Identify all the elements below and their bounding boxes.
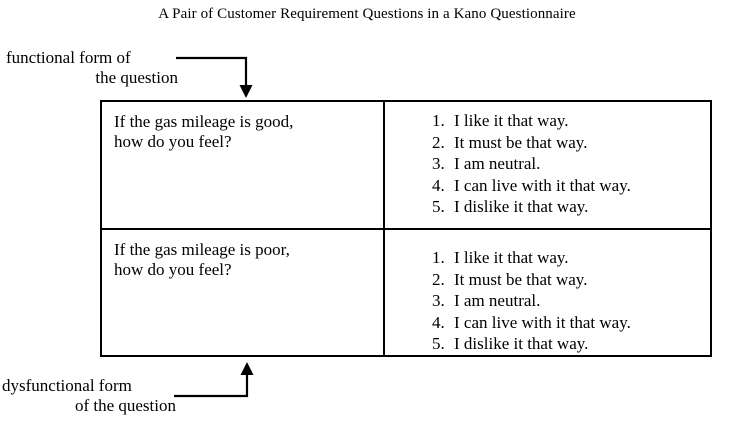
list-item: 3. I am neutral. [432,153,710,175]
answer-list: 1. I like it that way. 2. It must be that … [385,110,710,218]
dysfunctional-form-label-line1: dysfunctional form [2,376,132,395]
list-item: 2. It must be that way. [432,269,710,291]
arrow-down-icon [176,56,253,98]
list-item: 1. I like it that way. [432,247,710,269]
functional-form-label: functional form of the question [6,48,178,88]
table-row: If the gas mileage is poor, how do you f… [102,228,710,355]
list-item: 1. I like it that way. [432,110,710,132]
figure-title: A Pair of Customer Requirement Questions… [158,6,576,22]
answer-text: I can live with it that way. [454,312,631,332]
answer-text: I like it that way. [454,111,569,130]
answer-number: 4. [432,175,445,195]
answer-number: 5. [432,334,445,353]
list-item: 5. I dislike it that way. [432,196,710,218]
answer-number: 2. [432,132,445,152]
answer-number: 5. [432,197,445,216]
question-cell: If the gas mileage is good, how do you f… [102,102,385,228]
answer-text: I can live with it that way. [454,175,631,195]
answer-number: 2. [432,269,445,289]
answer-number: 1. [432,111,445,130]
dysfunctional-form-label-line2: of the question [74,396,176,415]
question-text: If the gas mileage is poor, how do you f… [114,240,290,279]
list-item: 5. I dislike it that way. [432,333,710,355]
answer-number: 3. [432,291,445,310]
answer-text: I am neutral. [454,291,541,310]
dysfunctional-form-label: dysfunctional form of the question [2,376,176,416]
answer-text: I dislike it that way. [454,197,589,216]
arrow-up-icon [174,362,254,398]
answer-text: I dislike it that way. [454,334,589,353]
list-item: 4. I can live with it that way. [432,312,710,334]
table-row: If the gas mileage is good, how do you f… [102,102,710,228]
list-item: 3. I am neutral. [432,290,710,312]
answer-number: 1. [432,248,445,267]
answer-number: 4. [432,312,445,332]
functional-form-label-line1: functional form of [6,48,131,67]
question-cell: If the gas mileage is poor, how do you f… [102,230,385,355]
functional-form-label-line2: the question [95,68,178,87]
answer-cell: 1. I like it that way. 2. It must be that … [385,102,710,228]
answer-text: I am neutral. [454,154,541,173]
answer-text: It must be that way. [454,269,588,289]
kano-question-table: If the gas mileage is good, how do you f… [100,100,712,357]
list-item: 4. I can live with it that way. [432,175,710,197]
answer-text: It must be that way. [454,132,588,152]
answer-list: 1. I like it that way. 2. It must be that … [385,238,710,355]
answer-text: I like it that way. [454,248,569,267]
question-text: If the gas mileage is good, how do you f… [114,112,294,151]
answer-cell: 1. I like it that way. 2. It must be that … [385,230,710,355]
list-item: 2. It must be that way. [432,132,710,154]
answer-number: 3. [432,154,445,173]
